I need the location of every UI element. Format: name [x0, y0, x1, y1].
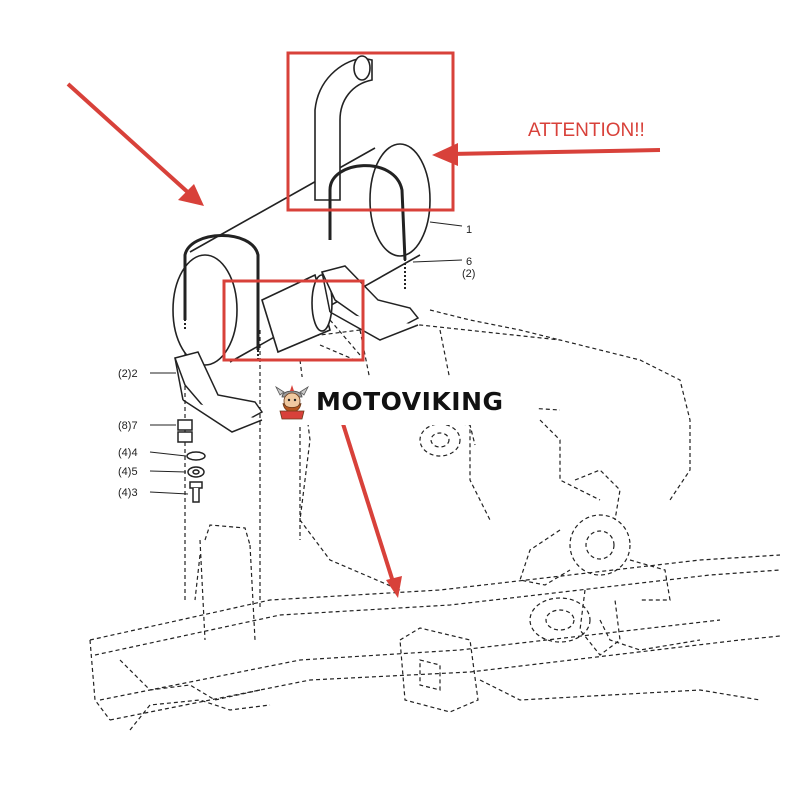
- highlight-box-outlet-pipe: [222, 279, 365, 362]
- rear-strap-bracket: [320, 265, 420, 341]
- leader-lines: [149, 221, 463, 495]
- part-label-3: (4)3: [118, 487, 138, 499]
- arrow-to-inlet-box: [432, 143, 661, 166]
- hardware-stack: [177, 419, 206, 503]
- brand-watermark: MOTOVIKING: [268, 377, 536, 425]
- arrow-to-frame-bracket: [336, 407, 402, 598]
- part-label-2: (2)2: [118, 368, 138, 380]
- part-label-1: 1: [466, 224, 472, 236]
- highlight-box-inlet-pipe: [286, 51, 455, 212]
- threaded-ends: [184, 215, 406, 360]
- part-label-6: 6: [466, 256, 472, 268]
- brand-name: MOTOVIKING: [316, 386, 504, 416]
- u-bolt-front: [183, 234, 260, 350]
- part-label-6-qty: (2): [462, 268, 475, 280]
- u-bolt-rear: [328, 164, 407, 261]
- part-label-4: (4)4: [118, 447, 138, 459]
- viking-mascot-icon: [275, 385, 309, 420]
- attention-label: ATTENTION!!: [528, 120, 645, 141]
- part-label-5: (4)5: [118, 466, 138, 478]
- arrow-to-muffler: [66, 82, 204, 206]
- muffler: [172, 143, 431, 366]
- inlet-elbow-pipe: [314, 55, 373, 201]
- part-label-7: (8)7: [118, 420, 138, 432]
- front-strap-bracket: [174, 351, 264, 433]
